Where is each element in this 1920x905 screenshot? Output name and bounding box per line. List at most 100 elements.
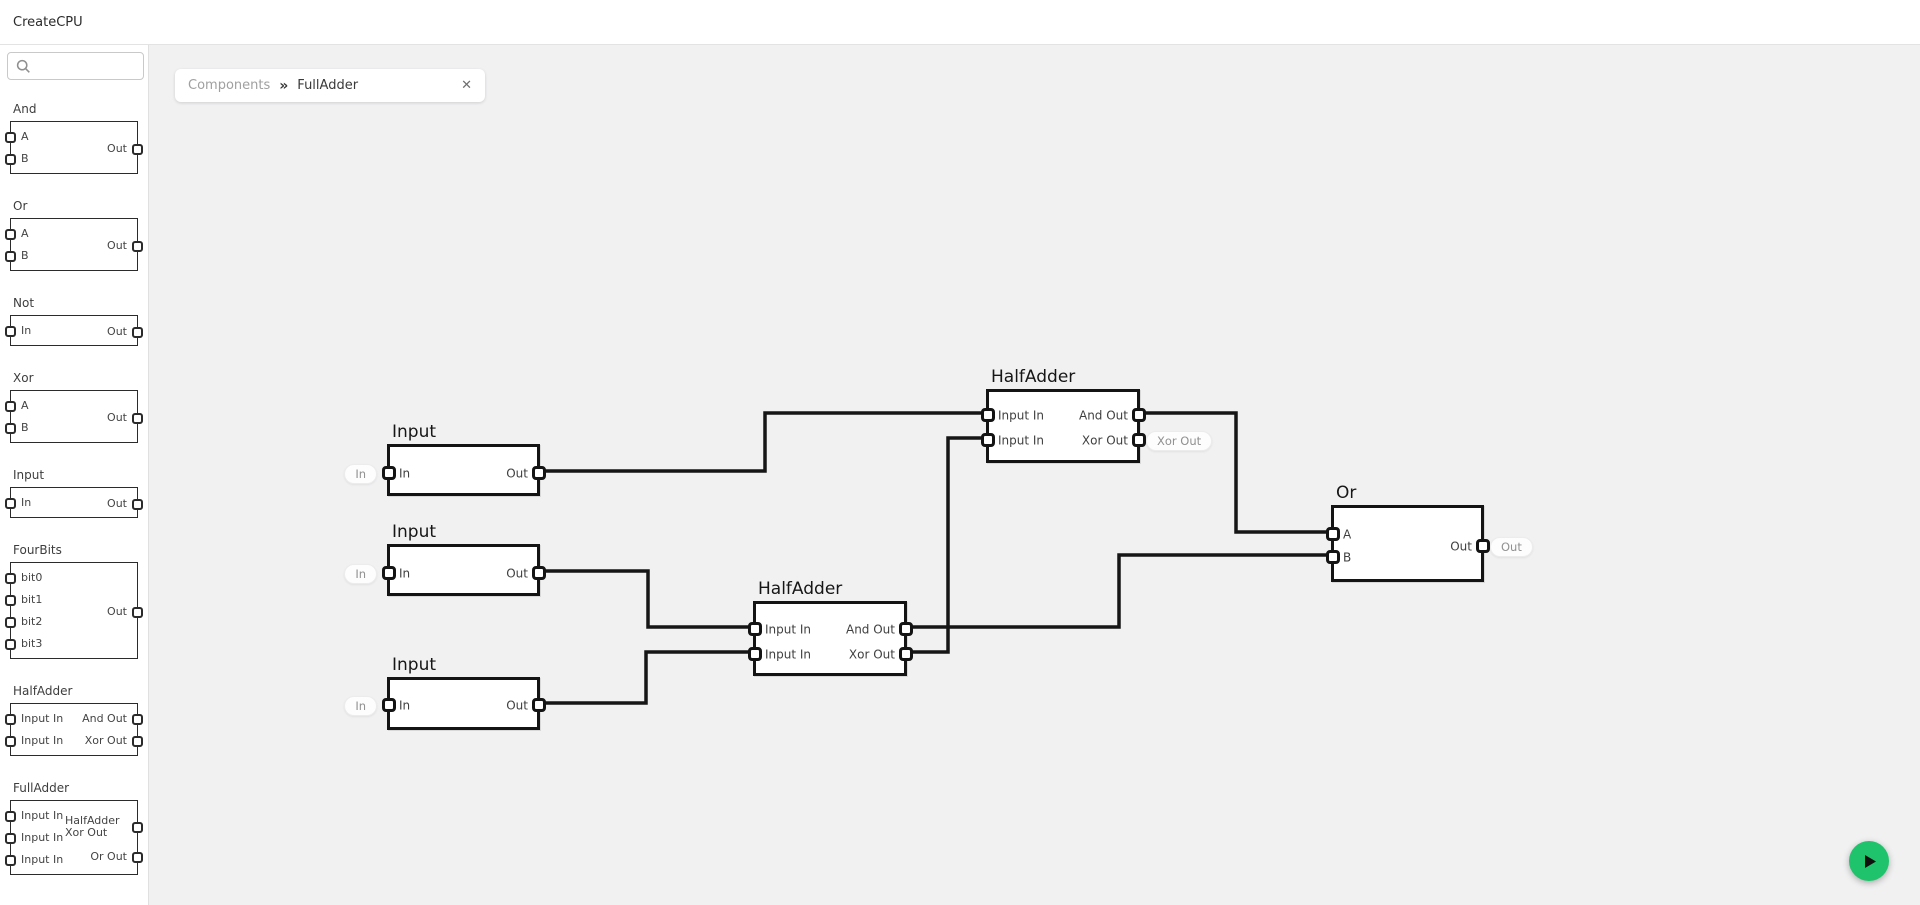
breadcrumb-root[interactable]: Components — [188, 78, 271, 93]
input-port-in[interactable] — [381, 697, 396, 712]
input-port-in[interactable] — [5, 325, 16, 337]
search-input[interactable] — [37, 59, 137, 73]
input-port-b[interactable] — [5, 153, 16, 165]
input-port-a[interactable] — [5, 131, 16, 143]
input-port-input-in[interactable] — [747, 621, 762, 636]
input-port-bit2[interactable] — [5, 616, 16, 628]
output-port-xor-out[interactable] — [1131, 432, 1146, 447]
port-label: Out — [107, 411, 127, 424]
output-port-and-out[interactable] — [132, 713, 143, 725]
sidebar-item-label: Or — [13, 199, 28, 213]
port-label: Out — [1450, 539, 1472, 554]
output-port-out[interactable] — [132, 326, 143, 338]
input-port-input-in[interactable] — [5, 832, 16, 844]
input-port-b[interactable] — [5, 422, 16, 434]
input-port-a[interactable] — [5, 400, 16, 412]
output-port-out[interactable] — [531, 565, 546, 580]
output-port-xor-out[interactable] — [132, 735, 143, 747]
input-port-input-in[interactable] — [980, 407, 995, 422]
run-button[interactable] — [1849, 841, 1889, 881]
output-port-out[interactable] — [132, 498, 143, 510]
output-port-halfadder-xor-out[interactable] — [132, 821, 143, 833]
output-port-and-out[interactable] — [1131, 407, 1146, 422]
port-label: In — [21, 496, 32, 509]
port-label: B — [21, 421, 29, 434]
output-port-out[interactable] — [132, 240, 143, 252]
output-port-out[interactable] — [1475, 538, 1490, 553]
input-port-b[interactable] — [1325, 549, 1340, 564]
tab-close-icon[interactable]: ✕ — [461, 78, 472, 93]
input-port-in[interactable] — [381, 465, 396, 480]
input-value-badge: In — [344, 564, 377, 584]
input-port-bit1[interactable] — [5, 594, 16, 606]
output-port-and-out[interactable] — [898, 621, 913, 636]
breadcrumb-chevron-icon: » — [279, 77, 289, 94]
port-label: Out — [107, 605, 127, 618]
port-label: Input In — [21, 853, 64, 866]
app-header: CreateCPU — [0, 0, 1920, 45]
port-label: Xor Out — [1081, 433, 1128, 448]
output-port-xor-out[interactable] — [898, 646, 913, 661]
output-port-or-out[interactable] — [132, 851, 143, 863]
port-label: A — [21, 227, 29, 240]
input-port-input-in[interactable] — [5, 713, 16, 725]
port-label: Out — [107, 239, 127, 252]
port-label: Out — [506, 466, 528, 481]
input-port-b[interactable] — [5, 250, 16, 262]
input-port-input-in[interactable] — [5, 810, 16, 822]
port-label: Input In — [765, 622, 812, 637]
sidebar-item-label: FullAdder — [13, 781, 70, 795]
input-port-a[interactable] — [5, 228, 16, 240]
sidebar-item-label: Xor — [13, 371, 34, 385]
tab-fulladder[interactable]: Components » FullAdder ✕ — [175, 69, 485, 102]
play-icon — [1865, 854, 1876, 868]
output-port-out[interactable] — [132, 412, 143, 424]
port-label: In — [399, 698, 411, 713]
component-search-box[interactable] — [7, 52, 144, 80]
input-port-input-in[interactable] — [5, 854, 16, 866]
block-title: HalfAdder — [758, 579, 843, 599]
output-port-out[interactable] — [531, 697, 546, 712]
block-title: Or — [1336, 483, 1357, 503]
output-port-out[interactable] — [132, 143, 143, 155]
input-port-input-in[interactable] — [747, 646, 762, 661]
output-port-out[interactable] — [531, 465, 546, 480]
port-label: Xor Out — [84, 734, 127, 747]
port-label: B — [21, 249, 29, 262]
input-port-bit0[interactable] — [5, 572, 16, 584]
port-label: In — [21, 324, 32, 337]
input-port-input-in[interactable] — [980, 432, 995, 447]
input-port-in[interactable] — [381, 565, 396, 580]
port-label: Input In — [998, 408, 1045, 423]
port-label: Out — [506, 566, 528, 581]
port-label: A — [1343, 527, 1352, 542]
port-label: Out — [107, 497, 127, 510]
input-port-bit3[interactable] — [5, 638, 16, 650]
output-port-out[interactable] — [132, 606, 143, 618]
app-title: CreateCPU — [13, 14, 83, 30]
input-port-in[interactable] — [5, 497, 16, 509]
port-label: Out — [506, 698, 528, 713]
input-port-input-in[interactable] — [5, 735, 16, 747]
input-port-a[interactable] — [1325, 526, 1340, 541]
